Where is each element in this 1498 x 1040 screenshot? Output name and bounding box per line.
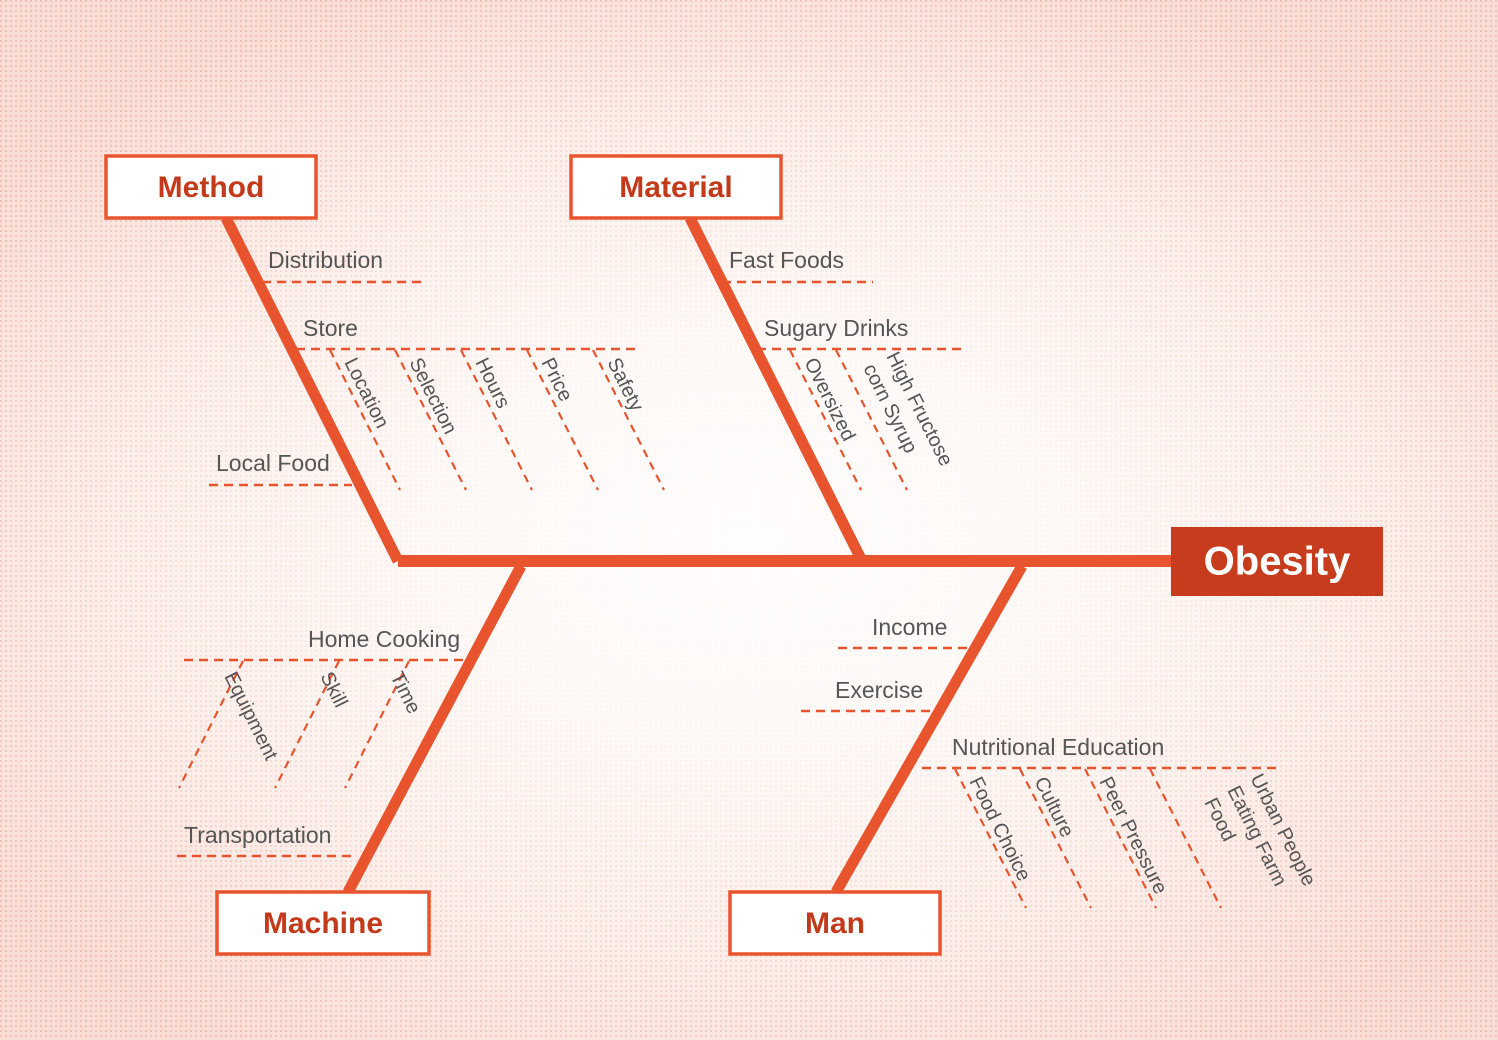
branch-machine[interactable]: Machine Home Cooking Equipment Skill (177, 563, 526, 956)
cause-home-cooking[interactable]: Home Cooking Equipment Skill Time (178, 626, 469, 789)
peer-pressure-label: Peer Pressure (1095, 773, 1172, 897)
method-box (104, 154, 318, 220)
local-food-label: Local Food (216, 450, 330, 476)
head-node[interactable]: Obesity (1171, 527, 1383, 596)
head-box (1171, 527, 1383, 596)
method-bone (221, 215, 403, 564)
time-label: Time (386, 668, 425, 717)
price-line (526, 349, 599, 491)
location-label: Location (340, 354, 393, 431)
material-bone (685, 215, 867, 564)
urban-people-line (1149, 768, 1222, 909)
culture-label: Culture (1030, 773, 1078, 841)
income-label: Income (872, 614, 947, 640)
location-line (329, 349, 401, 491)
man-bone (831, 563, 1027, 895)
fast-foods-label: Fast Foods (729, 247, 844, 273)
man-box (728, 890, 942, 956)
high-fructose-line (835, 349, 908, 491)
subcause-safety[interactable]: Safety (592, 349, 665, 491)
subcause-price[interactable]: Price (526, 349, 599, 491)
safety-line (592, 349, 665, 491)
equipment-label: Equipment (220, 668, 283, 764)
peer-pressure-line (1084, 768, 1157, 909)
subcause-selection[interactable]: Selection (394, 349, 467, 491)
subcause-skill[interactable]: Skill (274, 660, 352, 789)
cause-local-food[interactable]: Local Food (209, 450, 352, 487)
sugary-drinks-label: Sugary Drinks (764, 315, 908, 341)
culture-line (1019, 768, 1092, 909)
subcause-peer-pressure[interactable]: Peer Pressure (1084, 768, 1172, 909)
exercise-label: Exercise (835, 677, 923, 703)
subcause-location[interactable]: Location (329, 349, 401, 491)
hours-line (460, 349, 533, 491)
branch-material[interactable]: Material Fast Foods Sugary Drinks Oversi… (569, 154, 963, 564)
skill-line (274, 660, 340, 789)
cause-distribution[interactable]: Distribution (262, 247, 425, 284)
subcause-food-choice[interactable]: Food Choice (954, 768, 1035, 909)
selection-line (394, 349, 467, 491)
head-label: Obesity (1204, 540, 1351, 584)
machine-bone (343, 563, 526, 895)
subcause-oversized[interactable]: Oversized (789, 349, 862, 491)
method-label: Method (158, 171, 265, 204)
cause-exercise[interactable]: Exercise (801, 677, 936, 713)
time-line (344, 660, 410, 789)
transportation-label: Transportation (184, 822, 331, 848)
machine-box (215, 890, 431, 956)
subcause-hours[interactable]: Hours (460, 349, 533, 491)
skill-label: Skill (316, 668, 352, 711)
cause-transportation[interactable]: Transportation (177, 822, 355, 858)
oversized-label: Oversized (800, 354, 860, 444)
subcause-culture[interactable]: Culture (1019, 768, 1092, 909)
cause-fast-foods[interactable]: Fast Foods (722, 247, 873, 284)
branch-man[interactable]: Man Income Exercise Nutritional Educatio… (728, 563, 1320, 956)
subcause-high-fructose-corn-syrup[interactable]: High Fructose corn Syrup (835, 348, 957, 491)
material-label: Material (619, 171, 732, 204)
man-label: Man (805, 907, 865, 940)
machine-label: Machine (263, 907, 383, 940)
store-label: Store (303, 315, 358, 341)
food-choice-label: Food Choice (965, 773, 1035, 884)
cause-income[interactable]: Income (838, 614, 976, 650)
food-choice-line (954, 768, 1027, 909)
cause-nutritional-education[interactable]: Nutritional Education Food Choice Cultur… (922, 734, 1320, 909)
nutritional-education-label: Nutritional Education (952, 734, 1164, 760)
oversized-line (789, 349, 862, 491)
hours-label: Hours (471, 354, 514, 412)
safety-label: Safety (603, 354, 648, 415)
material-box (569, 154, 783, 220)
subcause-urban-people-eating-farm-food[interactable]: Urban People Eating Farm Food (1149, 768, 1320, 909)
distribution-label: Distribution (268, 247, 383, 273)
equipment-line (178, 660, 244, 789)
home-cooking-label: Home Cooking (308, 626, 460, 652)
subcause-equipment[interactable]: Equipment (178, 660, 283, 789)
